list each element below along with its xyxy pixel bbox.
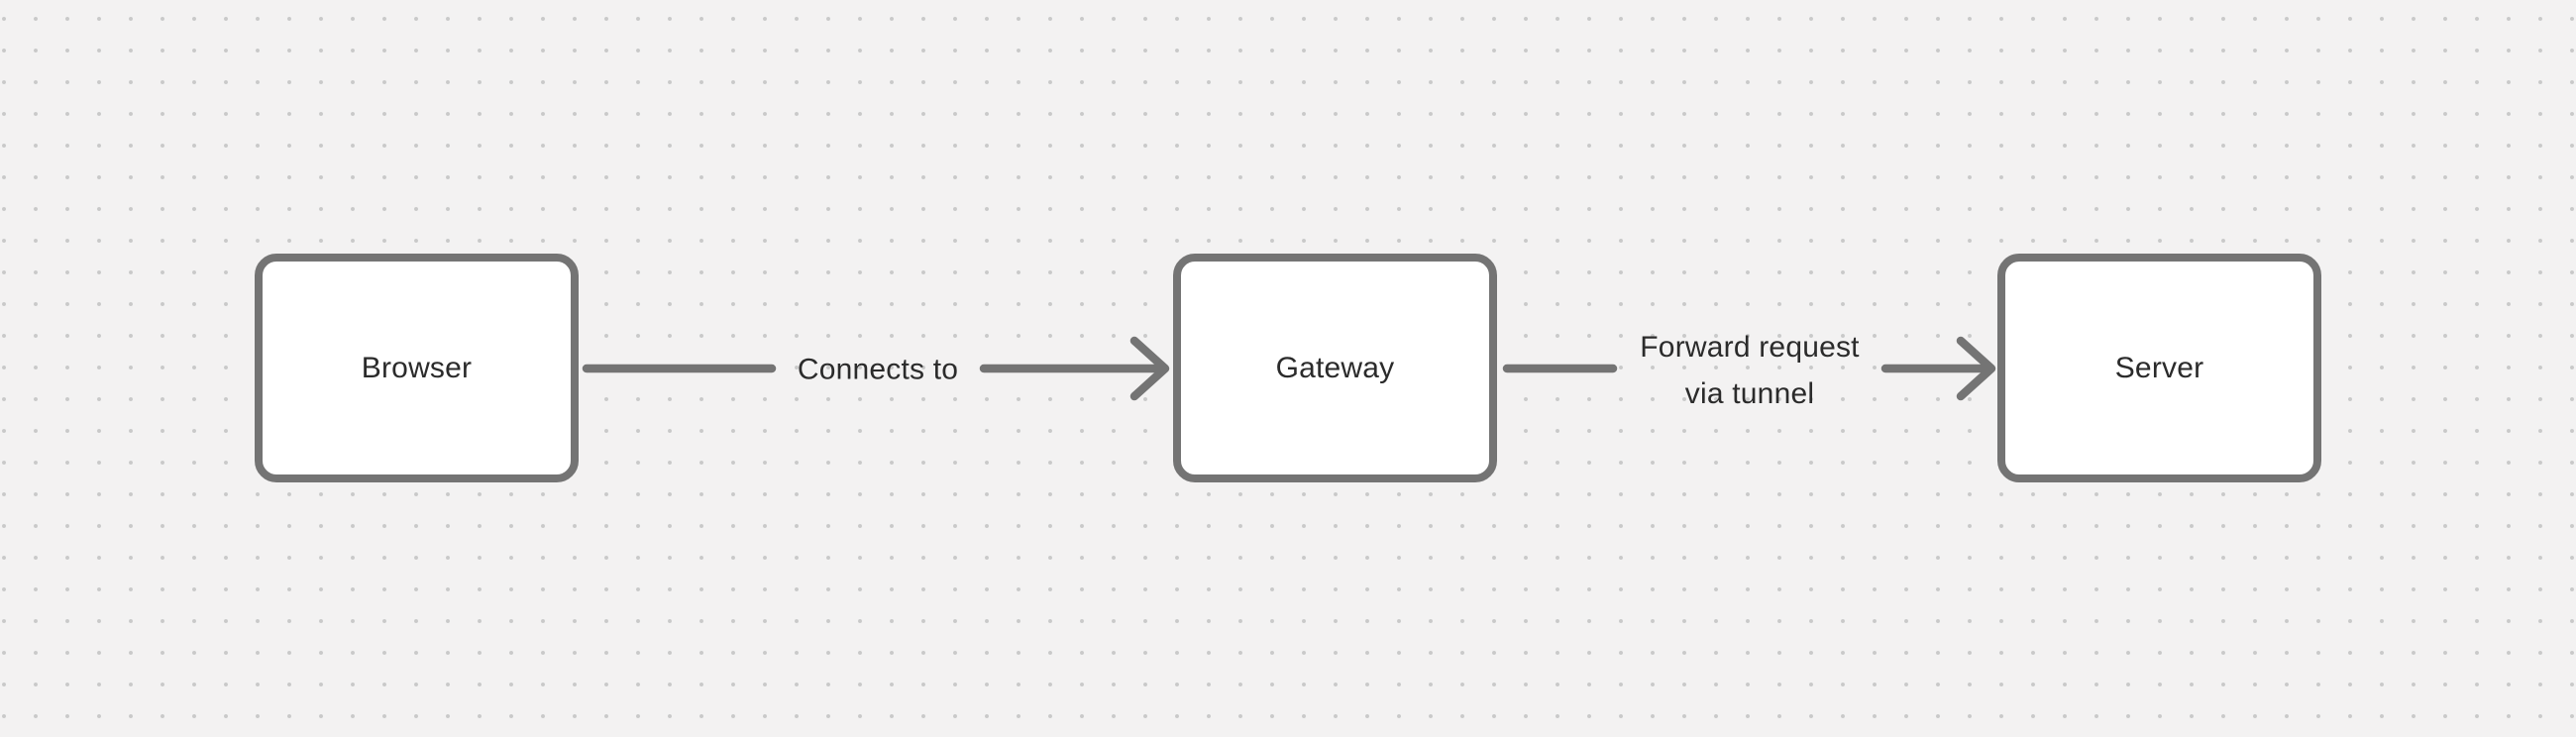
node-gateway[interactable]: Gateway [1173,254,1497,482]
node-server-label: Server [2114,351,2204,384]
node-browser[interactable]: Browser [255,254,579,482]
connector-gateway-server[interactable] [1502,336,1996,401]
connector-label-forward-request[interactable]: Forward request via tunnel [1640,331,1860,410]
node-browser-label: Browser [361,351,473,384]
connector-label-connects-to[interactable]: Connects to [797,353,959,386]
arrowhead-icon [1956,336,1996,401]
connector-browser-gateway[interactable] [582,336,1170,401]
node-gateway-label: Gateway [1275,351,1395,384]
node-server[interactable]: Server [1997,254,2321,482]
arrowhead-icon [1129,336,1170,401]
